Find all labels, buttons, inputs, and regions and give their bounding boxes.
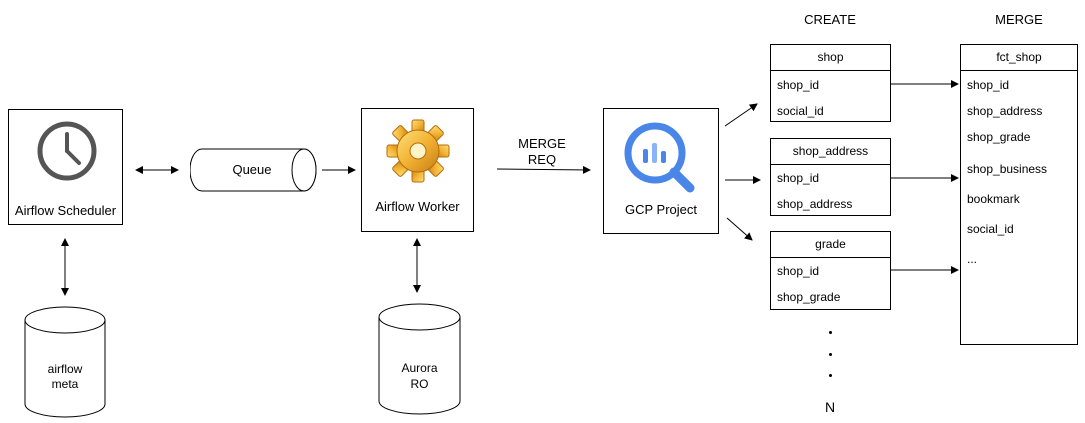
queue-cylinder-shape — [190, 148, 317, 192]
aurora-label-line1: Aurora — [401, 361, 438, 375]
fct-shop-field: social_id — [967, 222, 1014, 236]
airflow-scheduler-label: Airflow Scheduler — [14, 203, 117, 218]
ellipsis-dot — [829, 374, 832, 377]
shop-address-field-shop-id: shop_id — [777, 171, 820, 185]
grade-table: grade shop_id shop_grade — [770, 231, 891, 310]
shop-address-field-shop-address: shop_address — [777, 197, 853, 211]
clock-icon — [37, 121, 97, 181]
queue-label: Queue — [232, 162, 272, 177]
queue-node: Queue — [190, 148, 318, 192]
shop-address-table: shop_address shop_id shop_address — [770, 138, 891, 216]
bigquery-icon — [624, 122, 695, 193]
ellipsis-dot — [829, 331, 832, 334]
airflow-worker-node: Airflow Worker — [361, 108, 474, 232]
grade-field-shop-id: shop_id — [777, 264, 820, 278]
merge-req-label-line2: REQ — [527, 152, 557, 167]
fct-shop-field: shop_grade — [967, 130, 1031, 144]
airflow-worker-label: Airflow Worker — [375, 199, 460, 214]
airflow-meta-db: airflow meta — [24, 306, 106, 418]
database-cylinder-shape — [378, 303, 461, 415]
fct-shop-field: shop_address — [967, 104, 1043, 118]
fct-shop-table-title: fct_shop — [961, 45, 1077, 71]
grade-table-title: grade — [771, 232, 890, 258]
gear-icon — [386, 119, 450, 183]
create-header: CREATE — [804, 12, 856, 27]
database-cylinder-shape — [24, 306, 106, 418]
ellipsis-dot — [829, 353, 832, 356]
airflow-meta-label-line1: airflow — [47, 362, 83, 376]
merge-header: MERGE — [995, 12, 1043, 27]
airflow-scheduler-node: Airflow Scheduler — [8, 109, 123, 225]
fct-shop-field: ... — [967, 252, 978, 266]
fct-shop-table: fct_shop shop_id shop_address shop_grade… — [960, 44, 1078, 345]
shop-table: shop shop_id social_id — [770, 44, 891, 122]
shop-field-social-id: social_id — [777, 104, 824, 118]
n-label: N — [824, 399, 836, 415]
merge-req-label-line1: MERGE — [518, 136, 566, 151]
aurora-label-line2: RO — [410, 377, 429, 391]
shop-table-title: shop — [771, 45, 890, 71]
shop-address-table-title: shop_address — [771, 139, 890, 165]
fct-shop-field: shop_business — [967, 162, 1048, 176]
airflow-meta-label-line2: meta — [51, 377, 79, 391]
aurora-ro-db: Aurora RO — [378, 303, 461, 415]
fct-shop-field: bookmark — [967, 192, 1020, 206]
fct-shop-field: shop_id — [967, 78, 1010, 92]
shop-field-shop-id: shop_id — [777, 78, 820, 92]
gcp-project-label: GCP Project — [624, 202, 697, 217]
grade-field-shop-grade: shop_grade — [777, 290, 841, 304]
gcp-project-node: GCP Project — [603, 108, 719, 234]
